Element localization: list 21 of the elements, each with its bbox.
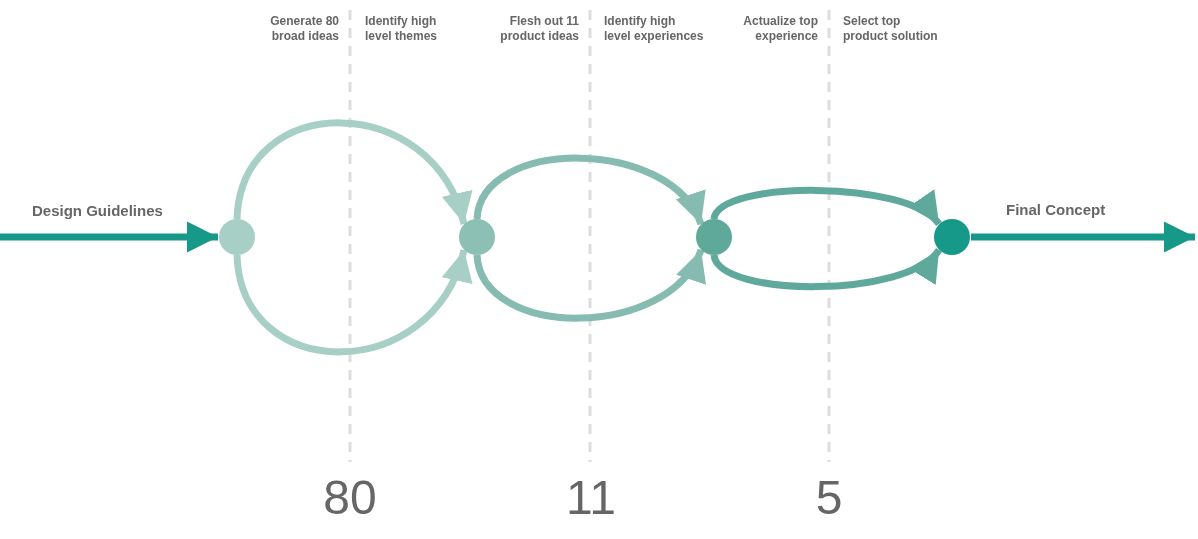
edge-label: Design Guidelines: [32, 202, 163, 219]
circle-node: [219, 219, 255, 255]
edge-label: Final Concept: [1006, 201, 1106, 218]
step-label: Identify high level experiences: [604, 14, 704, 44]
step-label: Flesh out 11 product ideas: [499, 14, 579, 44]
arrow: [0, 221, 218, 253]
count-number: 11: [565, 470, 617, 525]
step-label: Identify high level themes: [365, 14, 439, 44]
circle-node: [934, 219, 970, 255]
circle-node: [696, 219, 732, 255]
arrow: [971, 221, 1195, 253]
step-label: Select top product solution: [843, 14, 939, 44]
count-number: 5: [814, 470, 844, 525]
circle-node: [459, 219, 495, 255]
arrow: [710, 247, 942, 291]
step-label: Actualize top experience: [742, 14, 818, 44]
count-number: 80: [322, 470, 378, 525]
arrow: [710, 186, 942, 227]
arrow: [473, 248, 705, 322]
arrow: [473, 154, 705, 226]
step-label: Generate 80 broad ideas: [269, 14, 339, 44]
